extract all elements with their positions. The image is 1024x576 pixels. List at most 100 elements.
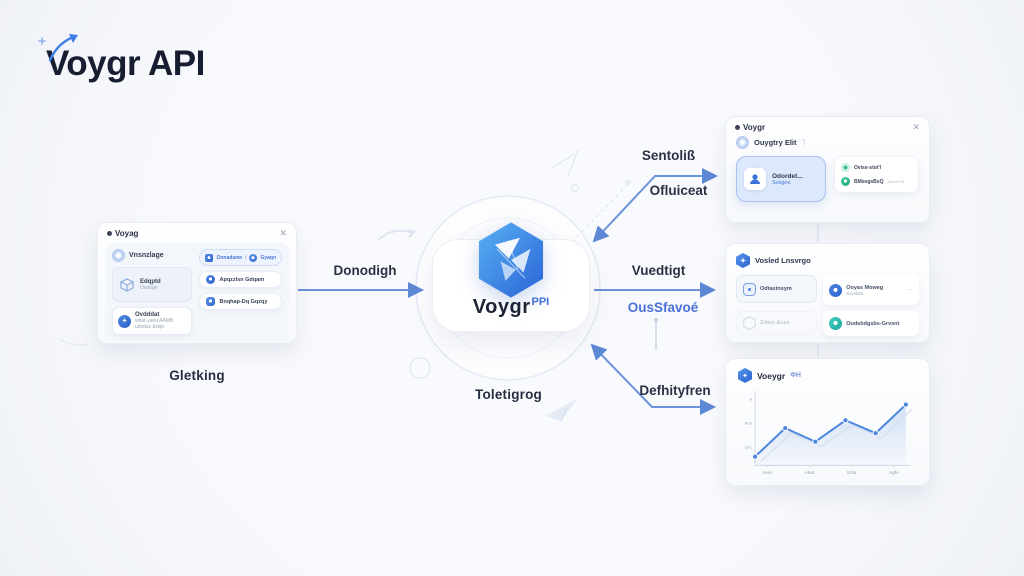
middle-card-1-label: Odtastnsym <box>760 286 792 292</box>
chart-panel-header: ✦ Voeygr ΦΗ <box>738 368 917 383</box>
status-check-icon <box>841 177 850 186</box>
account-logo-icon: ✦ <box>118 314 131 328</box>
account-card[interactable]: ✦ Ovdddat what-yanu'AAMB udvdas &dqn <box>112 307 193 335</box>
storage-card-subtitle: Ovaoge <box>140 284 158 291</box>
svg-text:Avei: Avei <box>762 470 771 476</box>
action-1-label: Apqzzlsn Gdqam <box>219 276 265 283</box>
right-top-titlebar: Voygr ✕ <box>726 117 929 135</box>
cube-icon <box>119 277 135 292</box>
left-section-title: Vnsnzlage <box>129 252 164 259</box>
feature-card-title: Odordet... <box>772 172 803 180</box>
action-card-2[interactable]: Bnqhap-Dq Gqzqy <box>199 293 282 310</box>
selected-feature-card[interactable]: Odordet... Sosgos <box>736 156 826 202</box>
svg-text:Akat: Akat <box>804 470 814 476</box>
right-middle-grid: Odtastnsym Ooyas Moweg Ssvsbs9 — Zrties … <box>736 275 919 336</box>
svg-text:AU2: AU2 <box>744 421 752 426</box>
chart-panel-title-suffix: ΦΗ <box>790 372 801 379</box>
blue-circle-icon <box>829 283 843 297</box>
middle-card-2-label: Zrties &vss <box>760 320 790 326</box>
pill-left-icon <box>205 253 214 262</box>
middle-card-4-label: Oudsbdgsbs-Grvsnt <box>846 320 900 327</box>
action-2-icon <box>206 297 216 306</box>
status-ok-icon <box>841 163 850 172</box>
middle-card-2[interactable]: Zrties &vss <box>736 311 818 335</box>
pill-right-icon <box>249 253 258 262</box>
account-card-line3: udvdas &dqn <box>135 324 165 330</box>
middle-card-3-label: Ooyas Moweg <box>846 284 884 291</box>
dash-mark: — <box>908 287 913 293</box>
voygr-hexagon-logo-icon <box>478 222 544 298</box>
center-caption: Toletigrog <box>475 387 542 402</box>
pill-separator: / <box>245 254 247 261</box>
middle-arrow-label-below: OusSfavoé <box>627 300 699 315</box>
center-brand-text: Voygr <box>472 296 531 318</box>
pill-left-label: Onnadanw <box>216 254 243 261</box>
action-card-1[interactable]: Apqzzlsn Gdqam <box>199 271 282 288</box>
quote-mark: ”| <box>801 139 806 146</box>
right-top-panel-window: Voygr ✕ Ouygtry Elit ”| Odordet... Sosgo… <box>725 116 930 223</box>
right-middle-panel: ✦ Vosled Lnsvrgo Odtastnsym Ooyas Moweg … <box>725 243 930 343</box>
shield-icon <box>743 282 756 296</box>
svg-text:8: 8 <box>750 397 752 402</box>
badge-icon <box>736 136 749 149</box>
center-brand-suffix: PPI <box>531 296 550 308</box>
app-icon <box>744 168 766 190</box>
right-top-window-title: Voygr <box>735 123 765 132</box>
badge-icon <box>112 249 125 262</box>
close-icon[interactable]: ✕ <box>279 228 287 238</box>
middle-card-4[interactable]: Oudsbdgsbs-Grvsnt <box>823 311 919 336</box>
action-1-icon <box>206 275 216 284</box>
middle-card-3-text: Ooyas Moweg Ssvsbs9 <box>846 285 883 296</box>
left-panel-body: Vnsnzlage Edqptd Ovaoge ✦ Ovdddat <box>105 243 289 341</box>
storage-card[interactable]: Edqptd Ovaoge <box>112 267 193 302</box>
account-card-title: Ovdddat <box>135 312 160 318</box>
right-middle-header-text: Vosled Lnsvrgo <box>755 256 811 265</box>
status-row-1[interactable]: Ovise-stot'l <box>841 163 912 172</box>
storage-card-text: Edqptd Ovaoge <box>140 279 161 291</box>
hexagon-badge-icon: ✦ <box>738 368 752 383</box>
left-caption: Gletking <box>169 368 225 383</box>
hexagon-badge-icon: ✦ <box>736 253 750 268</box>
storage-card-title: Edqptd <box>140 278 161 285</box>
teal-circle-icon <box>829 317 843 330</box>
app-logo: Voygr API <box>38 34 205 84</box>
middle-card-3[interactable]: Ooyas Moweg Ssvsbs9 — <box>823 275 919 305</box>
status-row-2[interactable]: BMsegsBsQ Mmxm'O'B <box>841 177 912 186</box>
left-panel-window: Voyag ✕ Vnsnzlage Edqptd Ovaoge <box>97 222 297 344</box>
status-row-2-sup: Mmxm'O'B <box>887 179 905 184</box>
right-top-header: Ouygtry Elit ”| <box>726 135 929 149</box>
svg-text:S2is: S2is <box>847 470 857 476</box>
svg-text:Qv1: Qv1 <box>745 444 752 449</box>
mode-toggle-pill[interactable]: Onnadanw / Gyaqn <box>199 249 282 266</box>
left-panel-col-right: Onnadanw / Gyaqn Apqzzlsn Gdqam Bnqhap-D… <box>199 249 282 335</box>
status-card: Ovise-stot'l BMsegsBsQ Mmxm'O'B <box>834 156 919 193</box>
status-row-2-label: BMsegsBsQ <box>854 178 884 185</box>
window-dot-icon <box>107 231 112 236</box>
pill-right-label: Gyaqn <box>260 254 276 261</box>
svg-text:Agfo: Agfo <box>889 470 899 476</box>
middle-arrow-label-above: Vuedtigt <box>631 263 686 278</box>
window-dot-icon <box>735 125 740 130</box>
left-panel-titlebar: Voyag ✕ <box>98 223 296 241</box>
hexagon-outline-icon <box>743 316 756 330</box>
middle-card-3-sub: Ssvsbs9 <box>846 290 864 296</box>
center-brand: VoygrPPI <box>432 296 590 319</box>
close-icon[interactable]: ✕ <box>912 122 920 132</box>
right-top-title-text: Voygr <box>743 123 766 132</box>
right-top-header-text: Ouygtry Elit <box>754 138 797 147</box>
action-2-label: Bnqhap-Dq Gqzqy <box>219 298 268 305</box>
account-card-text: Ovdddat what-yanu'AAMB udvdas &dqn <box>135 312 173 330</box>
left-panel-col-left: Vnsnzlage Edqptd Ovaoge ✦ Ovdddat <box>112 249 193 335</box>
account-card-line2: what-yanu'AAMB <box>135 318 174 324</box>
left-arrow-label: Donodigh <box>333 263 397 278</box>
right-middle-header: ✦ Vosled Lnsvrgo <box>736 253 919 268</box>
middle-card-1[interactable]: Odtastnsym <box>736 275 818 303</box>
bottom-arrow-label: Defhityfren <box>639 383 711 398</box>
left-section-header: Vnsnzlage <box>112 249 192 262</box>
feature-card-text: Odordet... Sosgos <box>772 173 803 186</box>
logo-swoosh-icon <box>38 34 78 62</box>
